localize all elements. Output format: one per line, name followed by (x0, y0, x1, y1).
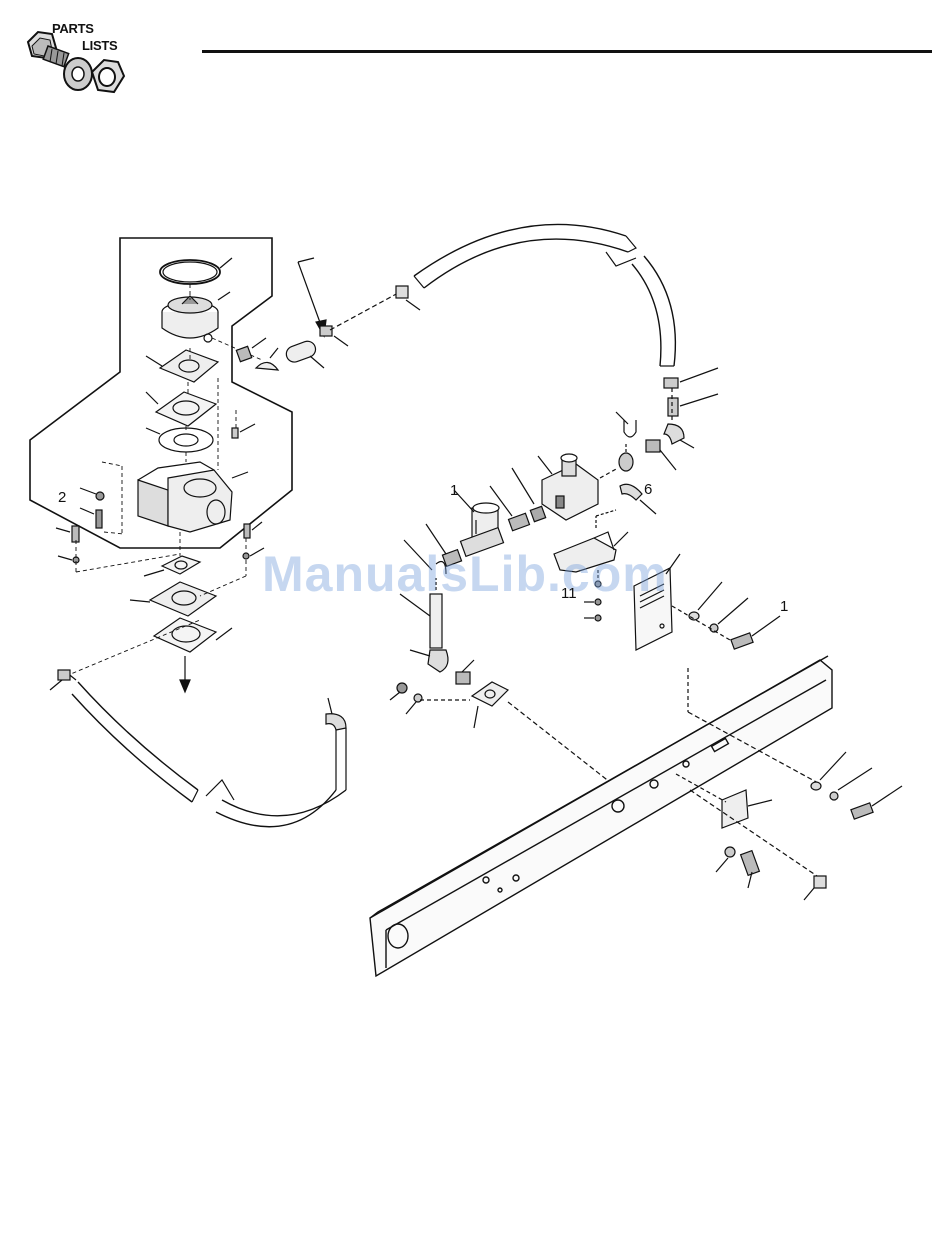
fitting-6 (619, 444, 633, 471)
diaphragm-ring (160, 258, 232, 284)
fitting-mid-2 (512, 468, 546, 522)
flange-fitting (472, 682, 508, 728)
callout-1-solenoid: 1 (450, 482, 458, 499)
hose-barb-right (668, 394, 718, 416)
rail-block (722, 790, 772, 828)
elbow-right (664, 424, 694, 448)
watermark: ManualsLib.com (262, 545, 702, 605)
gasket-lower-2 (154, 618, 232, 652)
hose-lower-left (50, 670, 346, 827)
regulator-housing (162, 292, 230, 342)
callout-2: 2 (58, 489, 66, 506)
valve-body (138, 462, 248, 532)
square-gasket (146, 392, 216, 426)
flow-arrow-down (180, 656, 190, 692)
small-clamp-top (320, 326, 348, 346)
callout-6: 6 (644, 481, 652, 498)
left-nuts (390, 683, 422, 714)
fittings-outlet (236, 338, 324, 370)
flange-lower (130, 582, 216, 616)
flange-plate-upper (146, 350, 218, 382)
pointer-arrow (298, 258, 326, 336)
rail-fasteners-lower (716, 847, 826, 900)
elbow-mid (410, 650, 448, 672)
u-bolt (616, 412, 636, 437)
frame-rail (370, 656, 832, 976)
hose-top (396, 224, 675, 366)
bushing-mid (456, 660, 474, 684)
hose-clamp-right (664, 368, 718, 388)
lock-off-valve (538, 454, 598, 520)
round-gasket (146, 428, 213, 452)
callout-1-plate: 1 (780, 598, 788, 615)
rail-fasteners-right (811, 752, 902, 819)
screw-small-right (232, 424, 255, 438)
callout-11: 11 (561, 585, 577, 602)
